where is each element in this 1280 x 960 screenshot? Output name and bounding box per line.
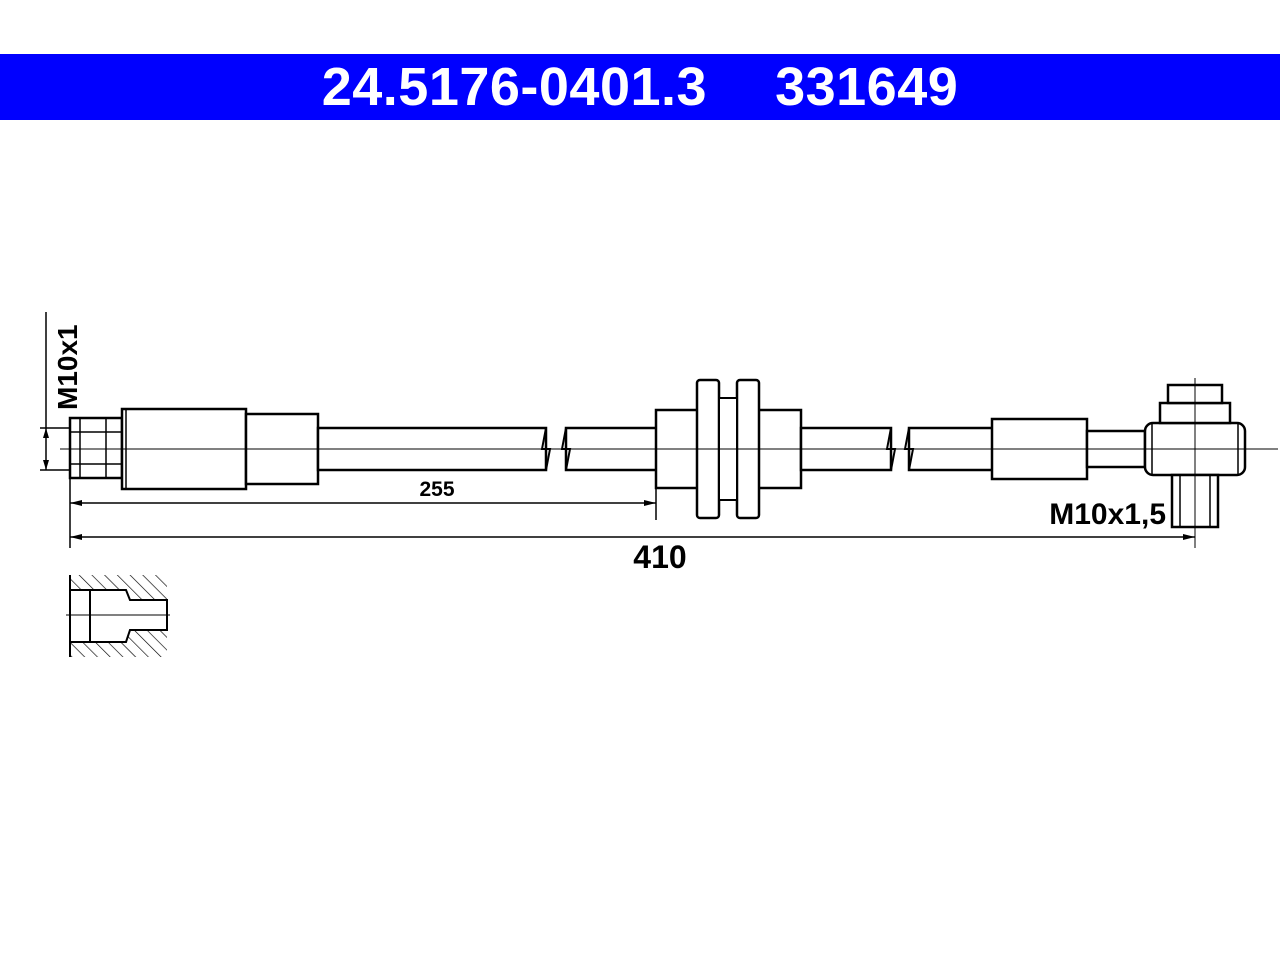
left-thread-label: M10x1 — [52, 324, 83, 410]
total-length-label: 410 — [633, 539, 686, 575]
arrow-head — [1183, 534, 1195, 540]
part-number: 24.5176-0401.3 — [321, 57, 708, 117]
arrow-head — [43, 428, 49, 438]
left-thread-nut — [68, 416, 124, 480]
arrow-head — [644, 500, 656, 506]
title-bar: 24.5176-0401.3 331649 — [0, 54, 1280, 120]
right-thread-label: M10x1,5 — [1049, 498, 1166, 531]
reference-number: 331649 — [775, 57, 959, 117]
arrow-head — [43, 460, 49, 470]
port-bore — [69, 589, 168, 643]
port-section-detail — [66, 575, 170, 657]
arrow-head — [70, 534, 82, 540]
left-thread-dimension — [40, 312, 70, 471]
hose-assembly — [68, 378, 1247, 529]
partial-length-label: 255 — [419, 478, 454, 501]
total-length-dimension — [70, 534, 1195, 540]
arrow-head — [70, 500, 82, 506]
